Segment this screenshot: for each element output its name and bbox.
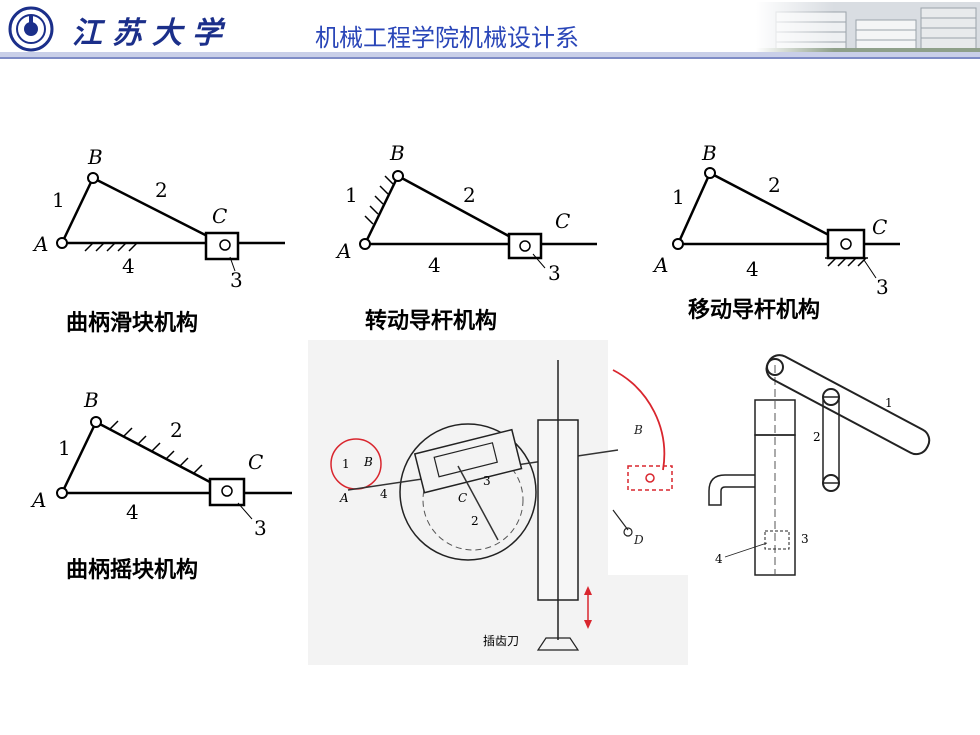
label-C: C xyxy=(458,491,467,505)
crank-rocking-block-diagram: B 1 2 C A 4 3 xyxy=(30,388,292,540)
label-B: B xyxy=(701,141,717,165)
label-C: C xyxy=(212,204,227,228)
slider-crank-diagram: B 1 2 C A 4 3 xyxy=(30,145,300,295)
caption-rotating-guide-bar: 转动导杆机构 xyxy=(365,309,498,334)
university-name: 江苏大学 xyxy=(72,16,232,51)
label-A: A xyxy=(30,488,46,512)
label-4: 4 xyxy=(126,500,139,524)
label-1: 1 xyxy=(342,457,350,471)
label-4: 4 xyxy=(428,253,441,277)
label-2: 2 xyxy=(155,178,168,202)
label-2: 2 xyxy=(471,514,479,528)
label-1: 1 xyxy=(672,185,685,209)
label-A: A xyxy=(339,491,349,505)
label-3: 3 xyxy=(254,516,267,540)
caption-slider-crank: 曲柄滑块机构 xyxy=(66,311,199,336)
header-band xyxy=(0,52,980,57)
label-3: 3 xyxy=(483,474,491,488)
header: 江苏大学 机械工程学院机械设计系 xyxy=(0,0,980,60)
label-3: 3 xyxy=(876,275,889,299)
label-4: 4 xyxy=(746,257,759,281)
label-C: C xyxy=(872,215,887,239)
caption-crank-rocking-block: 曲柄摇块机构 xyxy=(66,558,199,583)
label-2: 2 xyxy=(170,418,183,442)
campus-building-image xyxy=(756,2,980,58)
label-3: 3 xyxy=(801,532,809,546)
header-band-line xyxy=(0,57,980,59)
label-1: 1 xyxy=(58,436,71,460)
label-B: B xyxy=(389,141,405,165)
department-name: 机械工程学院机械设计系 xyxy=(315,24,579,52)
label-B: B xyxy=(87,145,103,169)
caption-moving-guide-bar: 移动导杆机构 xyxy=(688,298,821,323)
label-B: B xyxy=(83,388,99,412)
label-1: 1 xyxy=(345,183,358,207)
label-4: 4 xyxy=(122,254,135,278)
label-2: 2 xyxy=(813,430,821,444)
label-1: 1 xyxy=(885,396,893,410)
tool-label: 插齿刀 xyxy=(483,634,519,648)
label-B: B xyxy=(363,455,373,469)
label-pump-D: D xyxy=(633,533,644,547)
label-pump-B: B xyxy=(633,423,643,437)
label-C: C xyxy=(248,450,263,474)
label-A: A xyxy=(335,239,351,263)
label-1: 1 xyxy=(52,188,65,212)
label-3: 3 xyxy=(230,268,243,292)
label-2: 2 xyxy=(463,183,476,207)
label-2: 2 xyxy=(768,173,781,197)
moving-guide-bar-diagram: B 1 2 C A 4 3 xyxy=(652,141,900,299)
gear-shaper-diagram: 1 B A 4 C 3 2 插齿刀 B D xyxy=(308,340,688,665)
hand-pump-diagram: 1 2 3 4 xyxy=(695,345,945,585)
university-logo-icon xyxy=(8,6,54,52)
rotating-guide-bar-diagram: B 1 2 C A 4 3 xyxy=(335,141,597,285)
label-3: 3 xyxy=(548,261,561,285)
label-A: A xyxy=(652,253,668,277)
label-A: A xyxy=(32,232,48,256)
label-4: 4 xyxy=(380,487,388,501)
label-4: 4 xyxy=(715,552,723,566)
label-C: C xyxy=(555,209,570,233)
